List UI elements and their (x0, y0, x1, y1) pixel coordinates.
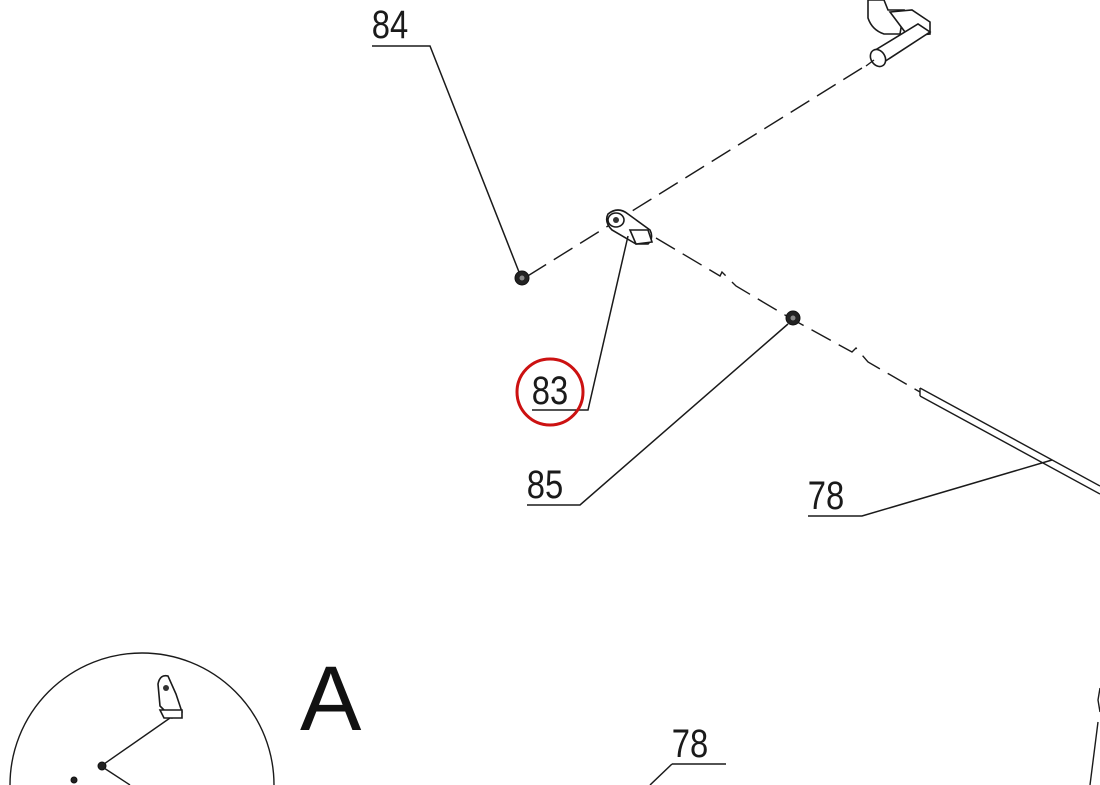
detail-label-a: A (300, 648, 362, 750)
rod-partial-lower (1089, 687, 1100, 785)
detail-view-a (9, 652, 275, 785)
nut-85 (785, 310, 801, 326)
nut-84 (514, 270, 530, 286)
callout-84: 84 (372, 2, 408, 47)
leader-84 (372, 45, 520, 273)
upper-bracket-assembly (865, 0, 932, 68)
callout-83: 83 (532, 368, 568, 413)
leader-83 (532, 235, 629, 411)
rod-end-83 (605, 209, 654, 245)
leader-78-lower-drop (649, 763, 673, 785)
leader-85 (527, 323, 789, 506)
highlight-circle-83 (515, 357, 585, 427)
callout-78-upper: 78 (808, 473, 844, 518)
callout-85: 85 (527, 462, 563, 507)
callout-78-lower: 78 (672, 721, 708, 766)
assembly-axis-upper (525, 67, 863, 278)
leader-78-upper (808, 459, 1053, 517)
control-rod-78 (919, 387, 1100, 495)
